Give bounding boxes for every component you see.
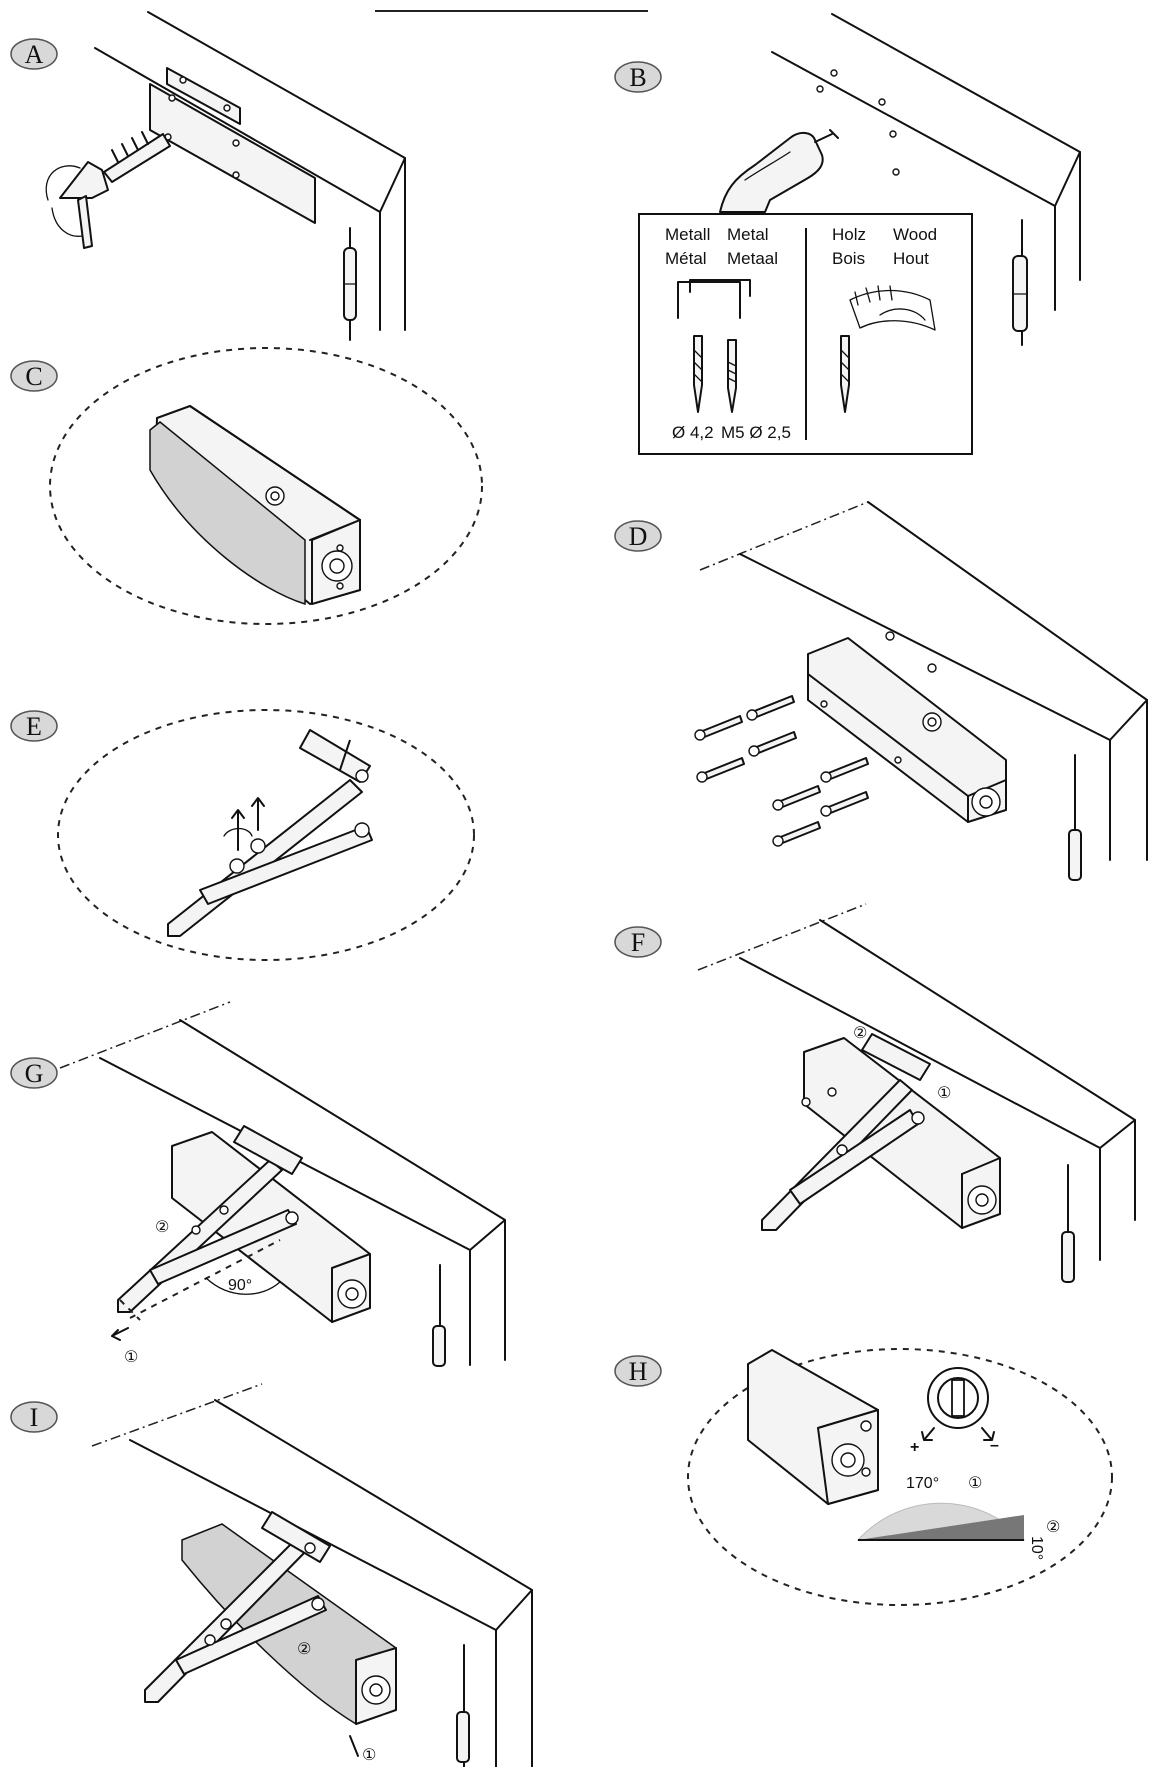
markers-f: ② ① <box>853 1025 951 1102</box>
step-d-panel: D <box>614 501 1148 881</box>
step-a-panel: A <box>10 11 406 341</box>
step-h-badge: H <box>614 1355 662 1387</box>
step-f-label: F <box>631 928 645 957</box>
door-closer-end-h <box>747 1349 879 1505</box>
marker-2-f: ② <box>853 1025 867 1042</box>
marker-2-g: ② <box>155 1219 169 1236</box>
markers-g: 90° ② ① <box>124 1219 252 1366</box>
drill-bit-table: Metall Metal Métal Metaal Holz Wood Bois… <box>638 213 973 455</box>
metal-fr-label: Métal <box>665 249 707 268</box>
step-i-label: I <box>30 1403 39 1432</box>
marker-1-g: ① <box>124 1349 138 1366</box>
step-f-panel: F ② ① <box>614 903 1136 1283</box>
marker-2-h: ② <box>1046 1519 1060 1536</box>
door-frame-d <box>699 501 1148 876</box>
door-frame-a <box>94 11 406 341</box>
hinge-d <box>1068 829 1082 881</box>
angle-170-label: 170° <box>906 1475 939 1492</box>
step-f-badge: F <box>614 926 662 958</box>
drill-holes-b <box>816 69 900 176</box>
door-closer-body-c <box>149 405 361 606</box>
detail-circle-c <box>49 347 483 625</box>
wood-drill-bit-icon <box>840 335 850 413</box>
closer-arm-f <box>761 1033 931 1231</box>
hammer-icon <box>45 161 109 249</box>
door-frame-g <box>59 1001 506 1366</box>
screws-d <box>694 695 869 847</box>
step-g-panel: G 90° ② ① <box>10 1001 506 1367</box>
step-g-badge: G <box>10 1057 58 1089</box>
step-e-panel: E <box>10 709 475 961</box>
center-punch-icon <box>103 131 171 183</box>
markers-i: ② ① <box>297 1641 376 1764</box>
closer-arm-i <box>144 1511 331 1703</box>
step-i-badge: I <box>10 1401 58 1433</box>
hinge-g <box>432 1325 446 1367</box>
step-c-panel: C <box>10 347 483 625</box>
closing-speed-semicircle: 170° ① 10° ② <box>856 1475 1060 1560</box>
closer-arm-g <box>111 1125 303 1341</box>
minus-sign: – <box>990 1437 999 1454</box>
step-h-panel: H + – 170° ① 10° ② <box>614 1348 1113 1606</box>
hinge-a <box>343 247 357 321</box>
step-a-badge: A <box>10 38 58 70</box>
drill-size-42: Ø 4,2 <box>672 423 714 442</box>
angle-90-label: 90° <box>228 1277 252 1294</box>
metal-label: Metal <box>727 225 769 244</box>
closer-arm-e <box>167 729 373 937</box>
metal-profile-icon <box>677 279 751 319</box>
angle-10-label: 10° <box>1028 1536 1045 1560</box>
step-e-label: E <box>26 712 42 741</box>
door-closer-body-d <box>807 631 1007 823</box>
step-b-panel: B Metall Metal Métal Me <box>614 13 1081 455</box>
hout-label: Hout <box>893 249 929 268</box>
step-c-label: C <box>25 362 42 391</box>
marker-2-i: ② <box>297 1641 311 1658</box>
wood-grain-icon <box>849 285 936 331</box>
valve-dial-icon: + – <box>910 1367 999 1456</box>
hinge-f <box>1061 1231 1075 1283</box>
step-d-label: D <box>629 522 648 551</box>
mounting-template-a <box>149 67 316 224</box>
twist-drill-bit-icon <box>693 335 703 413</box>
step-c-badge: C <box>10 360 58 392</box>
power-drill-icon <box>719 129 839 213</box>
marker-1-f: ① <box>937 1085 951 1102</box>
metall-label: Metall <box>665 225 710 244</box>
step-i-panel: I ② ① <box>10 1383 533 1768</box>
step-d-badge: D <box>614 520 662 552</box>
drill-size-m5-25: M5 Ø 2,5 <box>721 423 791 442</box>
tap-bit-icon <box>727 339 737 413</box>
hinge-i <box>456 1711 470 1763</box>
plus-sign: + <box>910 1439 919 1456</box>
bois-label: Bois <box>832 249 865 268</box>
holz-label: Holz <box>832 225 866 244</box>
step-b-badge: B <box>614 61 662 93</box>
step-e-badge: E <box>10 710 58 742</box>
metaal-label: Metaal <box>727 249 778 268</box>
marker-1-i: ① <box>362 1747 376 1764</box>
marker-1-h: ① <box>968 1475 982 1492</box>
step-h-label: H <box>629 1357 648 1386</box>
door-frame-i <box>91 1383 533 1768</box>
wood-label: Wood <box>893 225 937 244</box>
step-g-label: G <box>25 1059 44 1088</box>
step-a-label: A <box>25 40 44 69</box>
detail-circle-h <box>687 1348 1113 1606</box>
detail-circle-e <box>57 709 475 961</box>
door-frame-f <box>697 903 1136 1281</box>
step-b-label: B <box>629 63 646 92</box>
hinge-b <box>1012 255 1028 332</box>
